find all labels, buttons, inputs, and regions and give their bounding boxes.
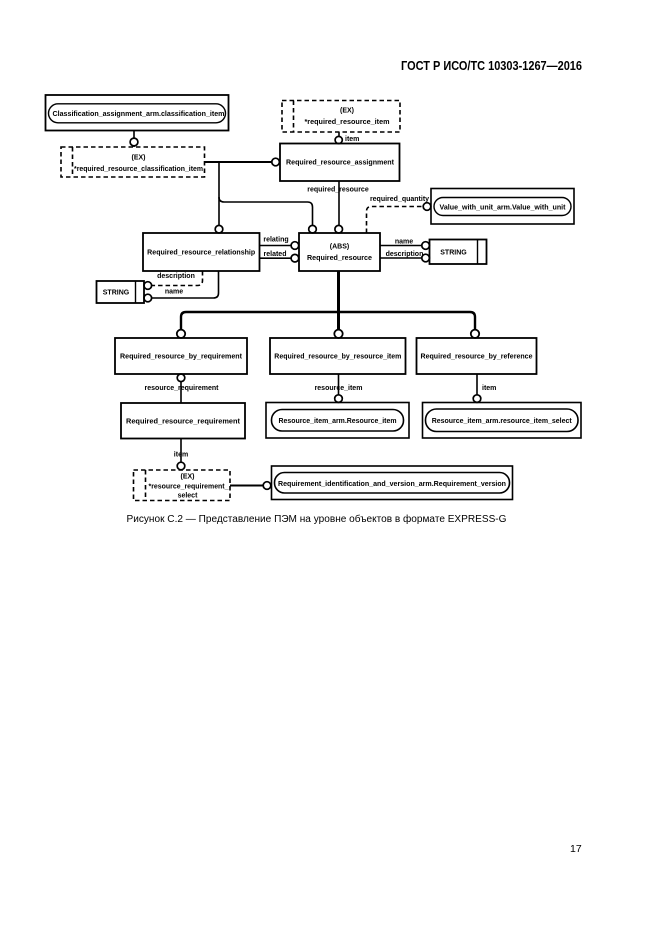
svg-text:Resource_item_arm.resource_ite: Resource_item_arm.resource_item_select	[432, 418, 573, 425]
svg-text:item: item	[174, 452, 188, 459]
svg-text:Required_resource_relationship: Required_resource_relationship	[147, 250, 255, 257]
svg-text:Requirement_identification_and: Requirement_identification_and_version_a…	[278, 481, 506, 488]
svg-text:ГОСТ Р ИСО/ТС 10303-1267—2016: ГОСТ Р ИСО/ТС 10303-1267—2016	[401, 59, 582, 73]
svg-text:(ABS): (ABS)	[330, 244, 349, 251]
svg-text:description: description	[386, 251, 424, 258]
svg-text:item: item	[482, 385, 496, 392]
svg-text:(EX): (EX)	[340, 108, 354, 115]
svg-text:STRING: STRING	[103, 290, 130, 297]
svg-text:Рисунок С.2 — Представление ПЭ: Рисунок С.2 — Представление ПЭМ на уровн…	[127, 513, 507, 525]
svg-text:(EX): (EX)	[132, 155, 146, 162]
svg-text:item: item	[345, 136, 359, 143]
svg-text:related: related	[264, 251, 287, 258]
svg-text:Resource_item_arm.Resource_ite: Resource_item_arm.Resource_item	[279, 418, 397, 425]
svg-text:relating: relating	[263, 237, 288, 244]
svg-text:*required_resource_classificat: *required_resource_classification_item	[74, 166, 203, 173]
svg-text:name: name	[395, 239, 413, 246]
svg-text:Required_resource_assignment: Required_resource_assignment	[286, 160, 395, 167]
svg-text:Required_resource_by_requireme: Required_resource_by_requirement	[120, 354, 243, 361]
svg-text:*resource_requirement_: *resource_requirement_	[149, 484, 229, 491]
svg-text:(EX): (EX)	[181, 474, 195, 481]
svg-text:required_quantity: required_quantity	[370, 196, 429, 203]
svg-text:resource_requirement: resource_requirement	[145, 385, 220, 392]
svg-text:Classification_assignment_arm.: Classification_assignment_arm.classifica…	[53, 111, 225, 118]
svg-text:Value_with_unit_arm.Value_with: Value_with_unit_arm.Value_with_unit	[440, 205, 567, 212]
svg-text:Required_resource_by_resource_: Required_resource_by_resource_item	[274, 354, 401, 361]
svg-text:Required_resource: Required_resource	[307, 255, 372, 262]
svg-text:select: select	[178, 493, 199, 500]
svg-text:description: description	[157, 273, 195, 280]
svg-text:*required_resource_item: *required_resource_item	[305, 119, 390, 126]
svg-text:resource_item: resource_item	[315, 385, 363, 392]
svg-text:STRING: STRING	[440, 250, 467, 257]
svg-text:Required_resource_requirement: Required_resource_requirement	[126, 419, 241, 426]
svg-text:Required_resource_by_reference: Required_resource_by_reference	[421, 354, 533, 361]
svg-text:required_resource: required_resource	[307, 187, 369, 194]
svg-text:name: name	[165, 289, 183, 296]
